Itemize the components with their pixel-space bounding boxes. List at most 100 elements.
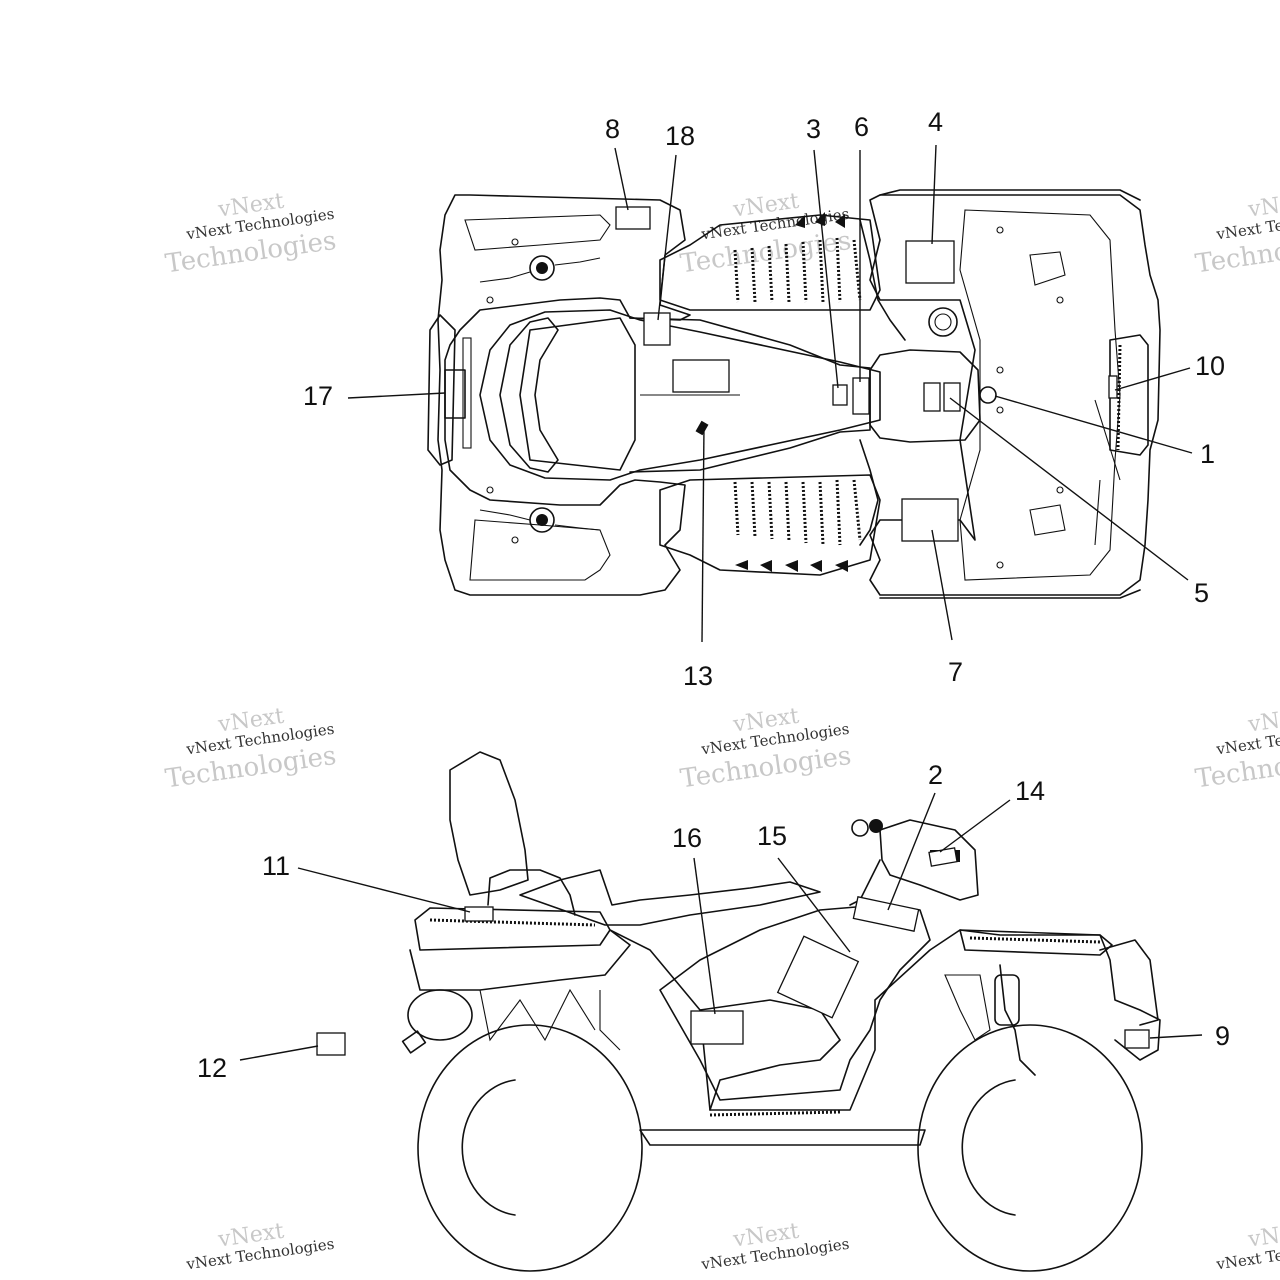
leader-2 bbox=[887, 792, 936, 911]
rear-wheel-hub bbox=[461, 1079, 516, 1216]
rear-suspension bbox=[479, 988, 621, 1051]
front-tire-bottom-outline bbox=[879, 589, 1141, 599]
leader-4 bbox=[931, 144, 937, 245]
leader-13 bbox=[701, 424, 705, 643]
handlebar-left bbox=[859, 219, 906, 341]
callout-17: 17 bbox=[303, 381, 333, 411]
watermark-5: vNext vNext Technologies Technologies bbox=[678, 704, 853, 795]
decal-15 bbox=[776, 935, 860, 1019]
callout-16: 16 bbox=[672, 823, 702, 853]
leader-12 bbox=[239, 1045, 319, 1061]
rear-bumper bbox=[427, 314, 456, 466]
rear-rack-side bbox=[414, 907, 611, 951]
rack-holes bbox=[486, 226, 1064, 569]
key-switch bbox=[695, 420, 709, 436]
skid-plate bbox=[639, 1129, 926, 1146]
decal-12 bbox=[316, 1032, 346, 1056]
decal-13 bbox=[672, 359, 730, 393]
callout-5: 5 bbox=[1194, 578, 1209, 608]
watermark-9: vNext vNext Technologies bbox=[1214, 1219, 1280, 1274]
handlebar-grip bbox=[851, 819, 869, 837]
decal-18 bbox=[643, 312, 671, 346]
decal-5a bbox=[923, 382, 941, 412]
leader-17 bbox=[347, 392, 446, 399]
decal-5b bbox=[943, 382, 961, 412]
seat bbox=[479, 309, 881, 481]
watermark-3: vNext vNext Technologies Technologies bbox=[1193, 189, 1280, 280]
front-wheel-hub bbox=[961, 1079, 1016, 1216]
decal-11 bbox=[464, 906, 494, 922]
decal-6 bbox=[852, 377, 870, 415]
front-fender-outline bbox=[869, 194, 1161, 596]
exhaust-tip bbox=[401, 1030, 427, 1054]
decal-9 bbox=[1124, 1029, 1150, 1049]
callout-4: 4 bbox=[928, 107, 943, 137]
rear-rack-inner bbox=[464, 214, 611, 251]
main-frame bbox=[609, 929, 1161, 1111]
leader-5 bbox=[949, 397, 1189, 581]
leader-7 bbox=[931, 529, 953, 641]
footwell-upper bbox=[659, 214, 881, 311]
atv-top-view bbox=[427, 189, 1161, 599]
watermark-4: vNext vNext Technologies Technologies bbox=[163, 704, 338, 795]
callout-7: 7 bbox=[948, 657, 963, 687]
rear-light bbox=[462, 337, 472, 449]
exhaust-muffler bbox=[407, 989, 473, 1041]
rear-hitch bbox=[444, 369, 466, 419]
leader-16 bbox=[693, 857, 716, 1015]
leader-8 bbox=[614, 147, 629, 211]
gas-cap-top bbox=[928, 307, 958, 337]
leader-18 bbox=[657, 154, 677, 321]
footrest-ribs-upper bbox=[733, 237, 862, 303]
decal-7 bbox=[901, 498, 959, 542]
atv-side-view bbox=[316, 751, 1161, 1272]
side-panel bbox=[659, 904, 931, 1101]
leader-14 bbox=[939, 799, 1011, 853]
watermark-8: vNext vNext Technologies bbox=[699, 1219, 850, 1274]
rear-wheel bbox=[417, 1024, 643, 1272]
callout-6: 6 bbox=[854, 112, 869, 142]
decal-4 bbox=[905, 240, 955, 284]
watermark-1: vNext vNext Technologies Technologies bbox=[163, 189, 338, 280]
callout-10: 10 bbox=[1195, 351, 1225, 381]
grab-handle bbox=[487, 869, 576, 916]
leader-10 bbox=[1114, 367, 1191, 391]
passenger-backrest bbox=[449, 751, 529, 896]
rear-rack-inner-2 bbox=[469, 519, 611, 581]
leader-11 bbox=[297, 867, 471, 913]
steering-column bbox=[849, 859, 881, 906]
decal-2 bbox=[852, 896, 920, 932]
front-shock bbox=[999, 964, 1036, 1076]
decal-16 bbox=[690, 1010, 744, 1045]
front-rack-side bbox=[959, 929, 1113, 956]
seat-side bbox=[519, 869, 821, 926]
front-tire-top-outline bbox=[879, 189, 1141, 201]
front-bumper-side bbox=[1099, 939, 1159, 1026]
decal-10 bbox=[1108, 375, 1118, 399]
callout-3: 3 bbox=[806, 114, 821, 144]
handlebar-pod-side bbox=[879, 819, 979, 901]
rear-shock-top bbox=[529, 255, 555, 281]
watermark-6: vNext vNext Technologies Technologies bbox=[1193, 704, 1280, 795]
callout-15: 15 bbox=[757, 821, 787, 851]
top-view-callouts: 8 18 3 6 4 10 1 5 7 13 17 bbox=[303, 107, 1225, 691]
callout-8: 8 bbox=[605, 114, 620, 144]
callout-18: 18 bbox=[665, 121, 695, 151]
callout-13: 13 bbox=[683, 661, 713, 691]
side-view-callouts: 2 14 16 15 11 12 9 bbox=[197, 760, 1230, 1083]
callout-2: 2 bbox=[928, 760, 943, 790]
leader-3 bbox=[813, 149, 839, 389]
seat-back-cushion bbox=[499, 317, 559, 473]
watermark-7: vNext vNext Technologies bbox=[184, 1219, 335, 1274]
callout-9: 9 bbox=[1215, 1021, 1230, 1051]
callout-14: 14 bbox=[1015, 776, 1045, 806]
leader-15 bbox=[777, 857, 851, 953]
callout-1: 1 bbox=[1200, 439, 1215, 469]
front-arm bbox=[944, 974, 991, 1041]
front-bumper bbox=[1109, 334, 1149, 456]
handlebar-right bbox=[859, 439, 879, 546]
watermark-2: vNext vNext Technologies Technologies bbox=[678, 189, 853, 280]
callout-12: 12 bbox=[197, 1053, 227, 1083]
footwell-side bbox=[699, 999, 841, 1111]
